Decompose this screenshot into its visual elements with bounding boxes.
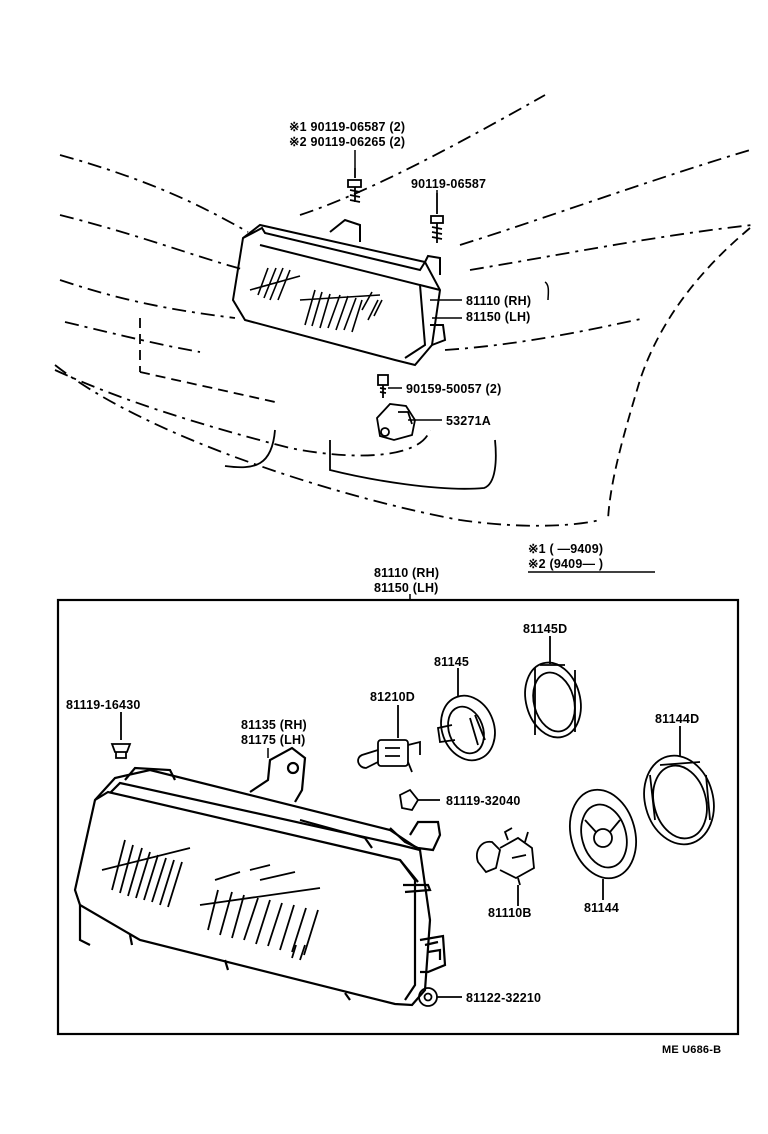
top-bolt-2 <box>430 193 444 243</box>
legend-line-1: ※1 ( —9409) <box>528 542 604 556</box>
callout-retainer-ring-81144D: 81144D <box>655 712 700 726</box>
box-title-rh: 81110 (RH) <box>374 566 440 580</box>
main-headlamp <box>73 746 447 1007</box>
body-outline-lines <box>54 94 753 527</box>
callout-assy-lh: 81150 (LH) <box>466 310 531 324</box>
fender-arc <box>607 227 751 521</box>
part-bulb-81110B <box>476 827 535 906</box>
footer-code: ME U686-B <box>662 1044 722 1056</box>
part-retainer-ring-81144D <box>643 726 715 846</box>
callout-bolt-single: 90119-06587 <box>411 177 487 191</box>
callout-bulb-81210D: 81210D <box>370 690 415 704</box>
part-clip-81119-32040 <box>399 788 440 812</box>
part-bulb-81210D <box>357 705 421 773</box>
part-cover-81144 <box>569 788 637 900</box>
callout-bolt-note-2: ※2 90119-06265 (2) <box>289 135 406 149</box>
callout-bolt-note-1: ※1 90119-06587 (2) <box>289 120 406 134</box>
callout-screw-81119-16430: 81119-16430 <box>66 698 141 712</box>
callout-socket-cover-81145: 81145 <box>434 655 470 669</box>
legend-line-2: ※2 (9409— ) <box>528 557 604 571</box>
part-nut-81122-32210 <box>418 987 462 1007</box>
callout-screw: 90159-50057 (2) <box>406 382 502 396</box>
callout-nut-81122-32210: 81122-32210 <box>466 991 542 1005</box>
callout-retainer-ring-81145D: 81145D <box>523 622 568 636</box>
top-bracket-53271A <box>376 403 416 441</box>
callout-bracket-rh: 81135 (RH) <box>241 718 307 732</box>
callout-bracket-lh: 81175 (LH) <box>241 733 306 747</box>
callout-cover-81144: 81144 <box>584 901 620 915</box>
top-bolt-1 <box>347 168 362 203</box>
top-headlamp-assembly <box>231 218 447 367</box>
part-screw-81119-16430 <box>110 712 132 759</box>
callout-bracket: 53271A <box>446 414 491 428</box>
bumper-shapes <box>139 318 497 490</box>
callout-bulb-81110B: 81110B <box>488 906 532 920</box>
part-socket-cover-81145 <box>436 668 496 762</box>
callout-assy-rh: 81110 (RH) <box>466 294 532 308</box>
top-screw <box>377 374 389 398</box>
top-leader-lines <box>354 150 550 421</box>
part-retainer-ring-81145D <box>524 636 582 739</box>
box-title-lh: 81150 (LH) <box>374 581 439 595</box>
callout-clip-81119-32040: 81119-32040 <box>446 794 521 808</box>
detail-box <box>56 598 740 1036</box>
